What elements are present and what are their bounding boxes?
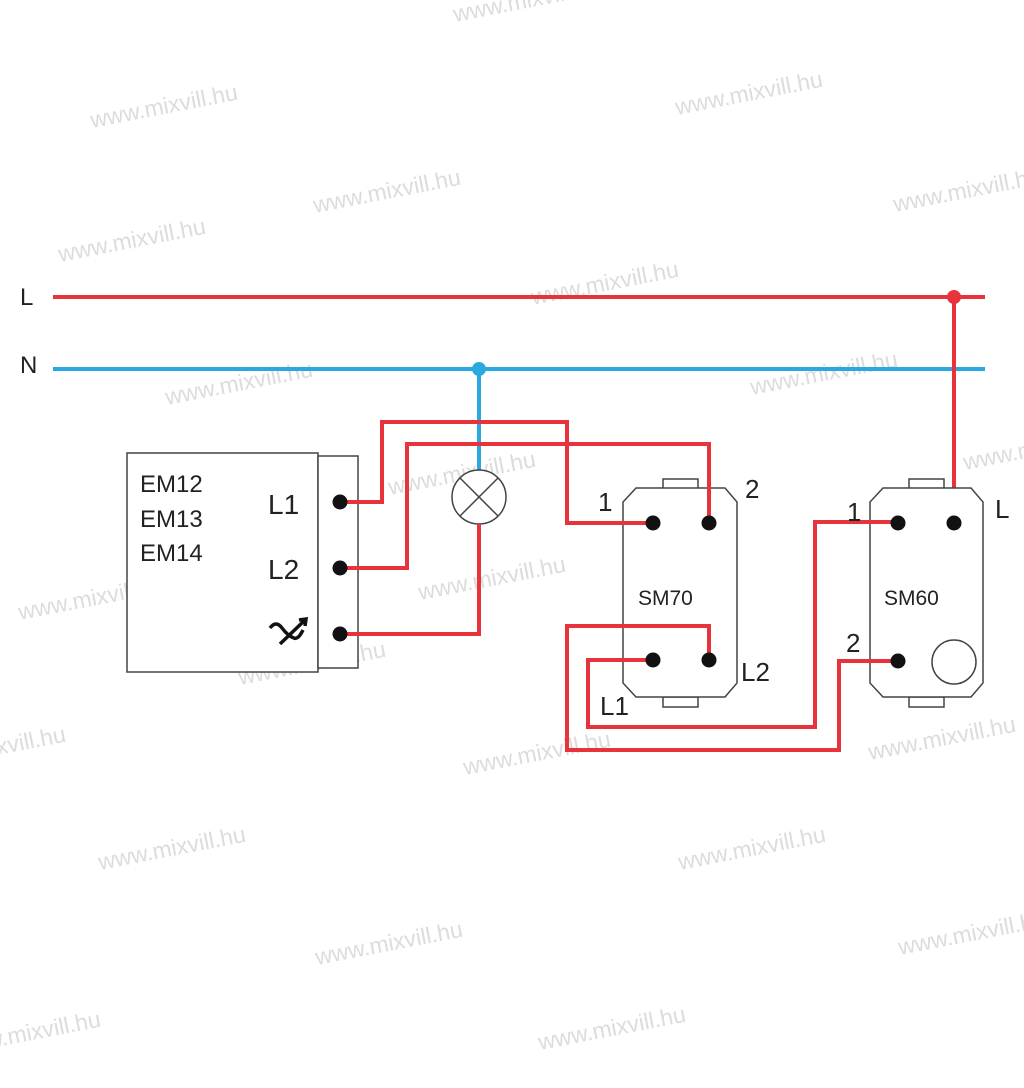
indicator-icon bbox=[931, 639, 977, 685]
controller-em: EM12 EM13 EM14 L1 L2 bbox=[126, 452, 359, 673]
watermark: www.mixvill.hu bbox=[310, 164, 463, 218]
live-label: L bbox=[20, 284, 33, 311]
sm60-label: SM60 bbox=[884, 587, 939, 610]
terminals bbox=[332, 494, 962, 669]
watermark: www.mixvill.hu bbox=[87, 79, 240, 133]
sm60-terminal-1: 1 bbox=[847, 497, 861, 527]
watermark: www.mixvill.hu bbox=[747, 346, 900, 400]
watermark: www.mixvill.hu bbox=[460, 726, 613, 780]
wire-l2 bbox=[340, 442, 711, 570]
watermark: www.mixvill.hu bbox=[865, 711, 1018, 765]
watermark: www.mixvill.hu bbox=[528, 256, 681, 310]
wire-sm70-l1-sm60-1 bbox=[586, 520, 898, 729]
load-symbol-icon bbox=[268, 616, 309, 646]
watermark: www.mixvill.hu bbox=[890, 163, 1024, 217]
sm70-label: SM70 bbox=[638, 587, 693, 610]
watermark: www.mixvill.hu bbox=[535, 1001, 688, 1055]
watermark: www.mixvill.hu bbox=[0, 721, 68, 775]
model-label: EM14 bbox=[140, 540, 203, 567]
switch-sm60: SM60 bbox=[869, 478, 984, 708]
sm60-terminal-2: 2 bbox=[846, 628, 860, 658]
watermark: www.mixvill.hu bbox=[162, 356, 315, 410]
terminal-label-l2: L2 bbox=[268, 554, 299, 585]
watermark: www.mixvill.hu bbox=[960, 421, 1024, 475]
watermark: www.mixvill.hu bbox=[415, 551, 568, 605]
watermark: www.mixvill.hu bbox=[95, 821, 248, 875]
wire-sm70-l2-sm60-2 bbox=[565, 624, 898, 752]
model-label: EM13 bbox=[140, 506, 203, 533]
sm70-terminal-1: 1 bbox=[598, 487, 612, 517]
watermark: www.mixvill.hu bbox=[895, 906, 1024, 960]
lamp bbox=[451, 469, 507, 525]
sm60-terminal-l: L bbox=[995, 494, 1009, 524]
watermark: www.mixvill.hu bbox=[450, 0, 603, 27]
watermark: www.mixvill.hu bbox=[312, 916, 465, 970]
watermark: www.mixvill.hu bbox=[0, 1006, 103, 1060]
watermark: www.mixvill.hu bbox=[55, 213, 208, 267]
model-label: EM12 bbox=[140, 471, 203, 498]
terminal-label-l1: L1 bbox=[268, 489, 299, 520]
switch-sm70: SM70 bbox=[622, 478, 738, 708]
wire-lamp-load bbox=[340, 524, 481, 636]
sm70-terminal-l1: L1 bbox=[600, 691, 629, 721]
sm70-terminal-l2: L2 bbox=[741, 657, 770, 687]
neutral-label: N bbox=[20, 352, 37, 379]
watermark: www.mixvill.hu bbox=[672, 66, 825, 120]
wire-l1 bbox=[340, 420, 653, 525]
watermark: www.mixvill.hu bbox=[675, 821, 828, 875]
sm70-terminal-2: 2 bbox=[745, 474, 759, 504]
